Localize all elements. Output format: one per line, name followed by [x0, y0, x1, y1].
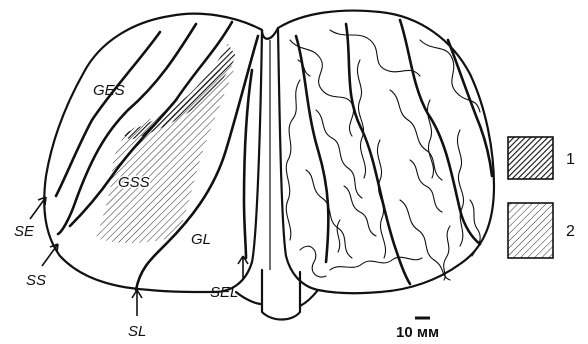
right-sulcus-4: [448, 40, 492, 176]
label-sel: SEL: [210, 284, 238, 301]
label-ss: SS: [26, 272, 46, 289]
label-ges: GES: [93, 82, 125, 99]
label-gl: GL: [191, 231, 211, 248]
legend-label-1: 1: [566, 151, 575, 168]
legend-swatch-2: [508, 203, 553, 258]
legend-label-2: 2: [566, 223, 575, 240]
arrow-ss: [42, 244, 58, 266]
scale-bar-label: 10 мм: [396, 324, 439, 341]
right-hemisphere-gyri: [286, 30, 480, 280]
sulcus-sel: [244, 70, 252, 258]
label-se: SE: [14, 223, 35, 240]
label-gss: GSS: [118, 174, 150, 191]
arrow-sl: [132, 290, 142, 316]
cerebellum-outline: [236, 290, 318, 306]
legend-swatch-1: [508, 137, 553, 179]
label-sl: SL: [128, 323, 146, 340]
right-sulcus-1: [296, 36, 328, 262]
